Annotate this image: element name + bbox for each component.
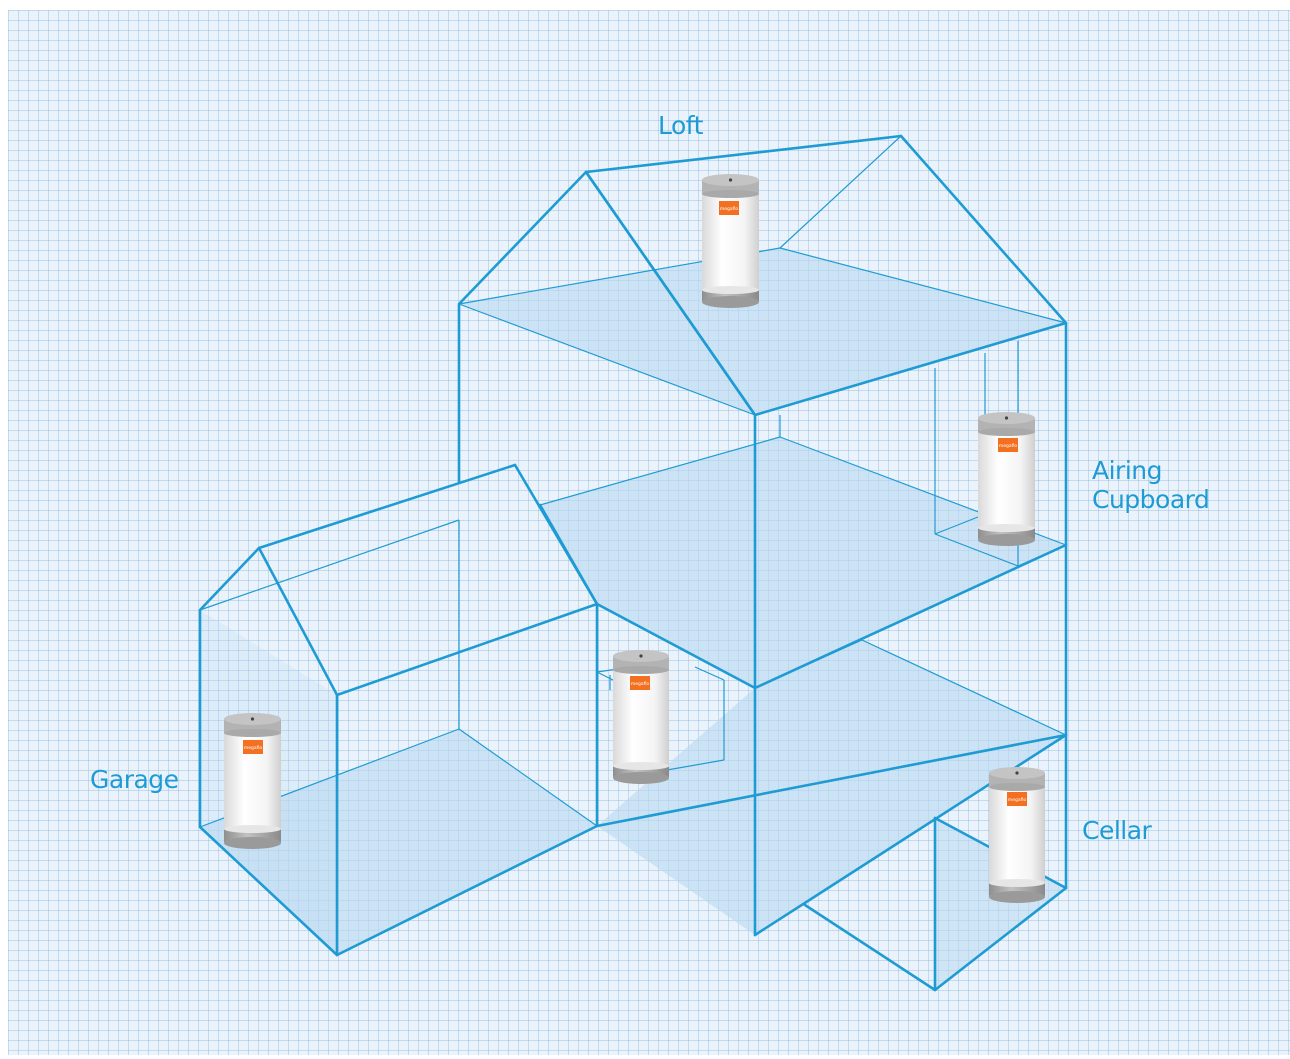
label-cellar: Cellar (1082, 816, 1152, 845)
label-airing-line-2: Cupboard (1092, 485, 1210, 514)
label-loft: Loft (658, 111, 703, 140)
garage-floor (200, 729, 597, 955)
svg-text:megaflo: megaflo (1008, 797, 1027, 803)
svg-text:megaflo: megaflo (244, 745, 263, 751)
cylinder-garage: megaflo (224, 713, 281, 849)
label-airing-cupboard: Airing Cupboard (1092, 456, 1210, 514)
cylinder-loft: megaflo (702, 174, 759, 308)
label-garage-text: Garage (90, 765, 179, 794)
label-loft-text: Loft (658, 111, 703, 140)
svg-text:megaflo: megaflo (999, 443, 1018, 449)
main-basement-floor (597, 640, 1066, 935)
svg-text:megaflo: megaflo (631, 681, 650, 687)
svg-text:megaflo: megaflo (720, 206, 739, 212)
cylinder-airing-cupboard: megaflo (978, 412, 1035, 546)
label-garage: Garage (90, 765, 179, 794)
label-cellar-text: Cellar (1082, 816, 1152, 845)
cylinder-garage-cupboard: megaflo (613, 650, 669, 784)
loft-floor (459, 248, 1066, 415)
cellar-front-wall (935, 818, 1066, 990)
cylinder-cellar: megaflo (989, 767, 1045, 903)
house-outline (198, 134, 1068, 992)
label-airing-line-1: Airing (1092, 456, 1163, 485)
